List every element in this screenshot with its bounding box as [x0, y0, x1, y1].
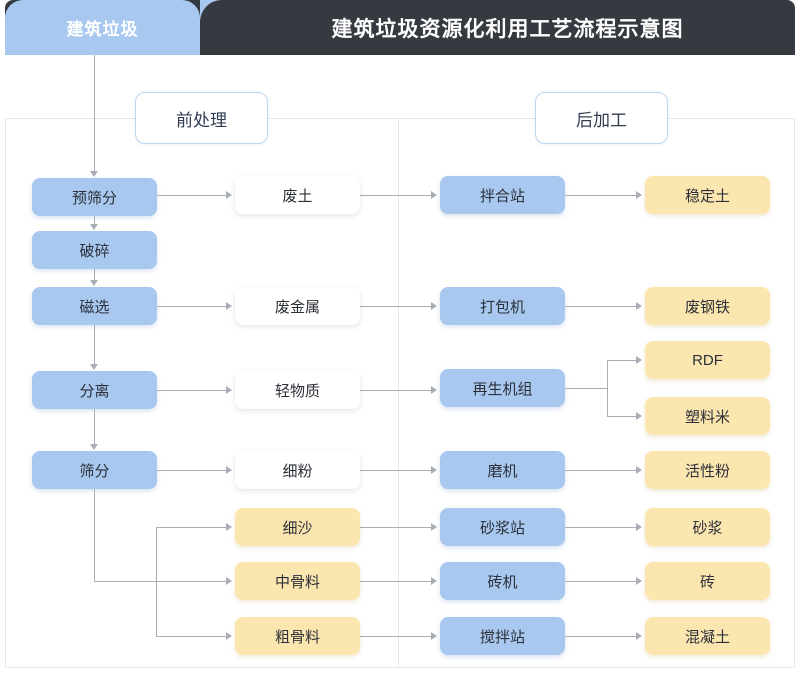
- arrowhead-baler-to-scrap-steel: [636, 302, 642, 310]
- node-intermediate-2[interactable]: 轻物质: [235, 371, 360, 409]
- connector-screening-trunk: [94, 489, 95, 581]
- connector-fine-powder-to-mill: [360, 470, 432, 471]
- node-process-2[interactable]: 磁选: [32, 287, 157, 325]
- arrowhead-coarse-aggregate-to-concrete-station: [431, 632, 437, 640]
- node-product-4[interactable]: 活性粉: [645, 451, 770, 489]
- connector-mortar-station-to-mortar: [565, 527, 637, 528]
- connector-prescreen-to-waste-soil: [157, 195, 227, 196]
- node-process-4[interactable]: 筛分: [32, 451, 157, 489]
- node-equipment-3[interactable]: 磨机: [440, 451, 565, 489]
- arrowhead-fine-sand-to-mortar-station: [431, 523, 437, 531]
- panel-divider: [398, 118, 399, 668]
- diagram-panel: [5, 118, 795, 668]
- arrowhead-mill-to-active-powder: [636, 466, 642, 474]
- node-equipment-2[interactable]: 再生机组: [440, 369, 565, 407]
- node-equipment-4[interactable]: 砂浆站: [440, 508, 565, 546]
- arrowhead-process-1-2: [90, 280, 98, 286]
- connector-recycling-unit-to-plastic-pellet: [607, 416, 637, 417]
- node-equipment-0[interactable]: 拌合站: [440, 176, 565, 214]
- connector-process-0-1: [94, 216, 95, 225]
- connector-light-material-to-recycling-unit: [360, 390, 432, 391]
- connector-process-3-4: [94, 409, 95, 445]
- arrowhead-recycling-unit-to-rdf: [636, 356, 642, 364]
- header-tab-construction-waste[interactable]: 建筑垃圾: [5, 0, 200, 55]
- node-product-2[interactable]: RDF: [645, 341, 770, 379]
- connector-waste-soil-to-mixing-station: [360, 195, 432, 196]
- node-intermediate-6[interactable]: 粗骨料: [235, 617, 360, 655]
- connector-recycling-unit-stem: [565, 388, 608, 389]
- connector-fine-sand-to-mortar-station: [360, 527, 432, 528]
- arrowhead-mixing-station-to-stabilized-soil: [636, 191, 642, 199]
- connector-riser-to-coarse-aggregate: [156, 636, 227, 637]
- arrowhead-bus-to-medium-aggregate: [226, 577, 232, 585]
- arrowhead-tab-to-prescreen: [90, 171, 98, 177]
- node-product-3[interactable]: 塑料米: [645, 397, 770, 435]
- node-process-1[interactable]: 破碎: [32, 231, 157, 269]
- node-equipment-1[interactable]: 打包机: [440, 287, 565, 325]
- connector-tab-to-prescreen: [94, 55, 95, 172]
- node-equipment-6[interactable]: 搅拌站: [440, 617, 565, 655]
- connector-riser-to-fine-sand: [156, 527, 227, 528]
- connector-magnetic-to-scrap-metal: [157, 306, 227, 307]
- arrowhead-concrete-station-to-concrete: [636, 632, 642, 640]
- node-equipment-5[interactable]: 砖机: [440, 562, 565, 600]
- section-label-pretreatment: 前处理: [135, 92, 268, 144]
- arrowhead-brick-machine-to-brick: [636, 577, 642, 585]
- connector-brick-machine-to-brick: [565, 581, 637, 582]
- node-intermediate-5[interactable]: 中骨料: [235, 562, 360, 600]
- header-tab-notch: [200, 0, 222, 24]
- connector-aggregate-riser: [156, 527, 157, 636]
- page-title: 建筑垃圾资源化利用工艺流程示意图: [331, 17, 684, 41]
- arrowhead-magnetic-to-scrap-metal: [226, 302, 232, 310]
- connector-recycling-unit-riser: [607, 360, 608, 416]
- node-process-3[interactable]: 分离: [32, 371, 157, 409]
- arrowhead-prescreen-to-waste-soil: [226, 191, 232, 199]
- connector-scrap-metal-to-baler: [360, 306, 432, 307]
- node-product-6[interactable]: 砖: [645, 562, 770, 600]
- node-product-7[interactable]: 混凝土: [645, 617, 770, 655]
- arrowhead-waste-soil-to-mixing-station: [431, 191, 437, 199]
- arrowhead-scrap-metal-to-baler: [431, 302, 437, 310]
- arrowhead-screening-to-fine-powder: [226, 466, 232, 474]
- node-product-0[interactable]: 稳定土: [645, 176, 770, 214]
- connector-medium-aggregate-to-brick-machine: [360, 581, 432, 582]
- node-intermediate-3[interactable]: 细粉: [235, 451, 360, 489]
- connector-separation-to-light-material: [157, 390, 227, 391]
- node-product-5[interactable]: 砂浆: [645, 508, 770, 546]
- connector-screening-to-fine-powder: [157, 470, 227, 471]
- section-label-postprocessing: 后加工: [535, 92, 668, 144]
- arrowhead-process-0-1: [90, 224, 98, 230]
- arrowhead-separation-to-light-material: [226, 386, 232, 394]
- arrowhead-process-2-3: [90, 364, 98, 370]
- arrowhead-riser-to-coarse-aggregate: [226, 632, 232, 640]
- connector-process-2-3: [94, 325, 95, 365]
- arrowhead-recycling-unit-to-plastic-pellet: [636, 412, 642, 420]
- arrowhead-light-material-to-recycling-unit: [431, 386, 437, 394]
- node-product-1[interactable]: 废钢铁: [645, 287, 770, 325]
- connector-baler-to-scrap-steel: [565, 306, 637, 307]
- connector-coarse-aggregate-to-concrete-station: [360, 636, 432, 637]
- arrowhead-mortar-station-to-mortar: [636, 523, 642, 531]
- connector-process-1-2: [94, 269, 95, 281]
- node-intermediate-4[interactable]: 细沙: [235, 508, 360, 546]
- arrowhead-fine-powder-to-mill: [431, 466, 437, 474]
- node-intermediate-1[interactable]: 废金属: [235, 287, 360, 325]
- arrowhead-medium-aggregate-to-brick-machine: [431, 577, 437, 585]
- connector-mill-to-active-powder: [565, 470, 637, 471]
- connector-concrete-station-to-concrete: [565, 636, 637, 637]
- arrowhead-process-3-4: [90, 444, 98, 450]
- arrowhead-riser-to-fine-sand: [226, 523, 232, 531]
- connector-mixing-station-to-stabilized-soil: [565, 195, 637, 196]
- node-intermediate-0[interactable]: 废土: [235, 176, 360, 214]
- connector-bus-to-medium-aggregate: [94, 581, 227, 582]
- node-process-0[interactable]: 预筛分: [32, 178, 157, 216]
- connector-recycling-unit-to-rdf: [607, 360, 637, 361]
